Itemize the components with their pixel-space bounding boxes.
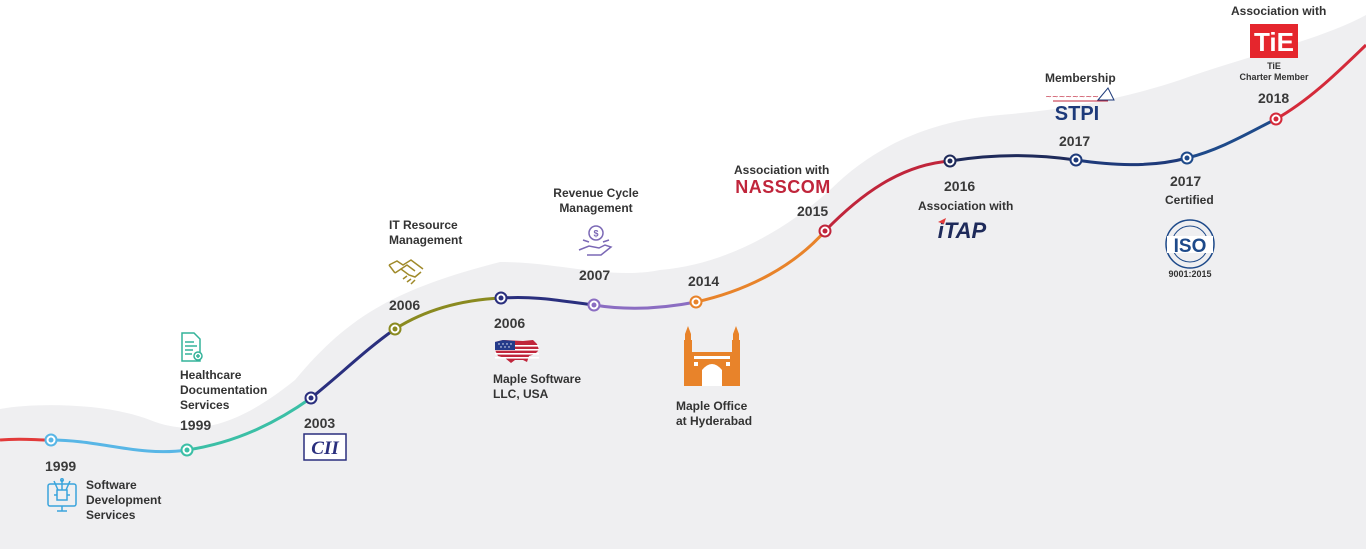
milestone-marker-dot bbox=[498, 295, 504, 301]
iso-logo: ISO bbox=[1165, 219, 1215, 269]
milestone-marker-dot bbox=[1073, 157, 1079, 163]
label-line: Management bbox=[389, 233, 463, 247]
label-line: LLC, USA bbox=[493, 387, 549, 401]
curve-segment-lead bbox=[0, 437, 52, 442]
computer-chip-icon bbox=[47, 478, 77, 512]
caption-line: Charter Member bbox=[1239, 72, 1309, 82]
label-line: Maple Office bbox=[676, 399, 748, 413]
tie-caption: TiE Charter Member bbox=[1234, 61, 1314, 83]
cii-logo: CII bbox=[303, 433, 347, 461]
label-line: at Hyderabad bbox=[676, 414, 753, 428]
milestone-marker-dot bbox=[591, 302, 597, 308]
milestone-2016-label: Association with bbox=[918, 199, 1014, 213]
curve-segment-12 bbox=[1275, 43, 1366, 121]
label-line: Maple Software bbox=[493, 372, 582, 386]
iso-standard-label: 9001:2015 bbox=[1168, 269, 1212, 279]
milestone-2018-label: Association with bbox=[1231, 4, 1327, 18]
label-line: Revenue Cycle bbox=[553, 186, 639, 200]
milestone-markers bbox=[44, 112, 1283, 457]
milestone-1999-software-year: 1999 bbox=[45, 458, 77, 474]
milestone-2014-label: Maple Office at Hyderabad bbox=[676, 399, 752, 429]
milestone-marker-dot bbox=[308, 395, 314, 401]
curve-segment-1 bbox=[50, 438, 188, 454]
handshake-icon bbox=[388, 259, 424, 285]
label-line: Services bbox=[86, 508, 136, 522]
milestone-2016-year: 2016 bbox=[944, 178, 976, 194]
curve-segment-10 bbox=[1075, 156, 1188, 167]
milestone-marker-dot bbox=[693, 299, 699, 305]
milestone-2018-year: 2018 bbox=[1258, 90, 1290, 106]
curve-segment-9 bbox=[949, 154, 1077, 163]
curve-segment-3 bbox=[310, 327, 396, 400]
milestone-marker-dot bbox=[1273, 116, 1279, 122]
milestone-2017-iso-label: Certified bbox=[1165, 193, 1214, 207]
svg-text:~~~~~~~~: ~~~~~~~~ bbox=[1045, 92, 1099, 101]
svg-text:$: $ bbox=[593, 229, 598, 239]
itap-logo: iTAP bbox=[938, 218, 987, 243]
svg-text:STPI: STPI bbox=[1055, 103, 1099, 125]
milestone-2006-it-year: 2006 bbox=[389, 297, 421, 313]
svg-text:TiE: TiE bbox=[1254, 27, 1294, 57]
svg-text:CII: CII bbox=[311, 438, 339, 459]
milestone-marker-dot bbox=[947, 158, 953, 164]
stpi-logo: ~~~~~~~~ STPI bbox=[1045, 87, 1115, 125]
document-icon bbox=[181, 332, 203, 362]
curve-segment-8 bbox=[823, 159, 951, 233]
milestone-2017-membership-label: Membership bbox=[1045, 71, 1116, 85]
milestone-2006-llc-label: Maple Software LLC, USA bbox=[493, 372, 581, 402]
milestone-marker-dot bbox=[1184, 155, 1190, 161]
curve-segment-4 bbox=[394, 296, 502, 331]
svg-text:iTAP: iTAP bbox=[938, 218, 987, 243]
label-line: Management bbox=[559, 201, 633, 215]
label-line: Documentation bbox=[180, 383, 268, 397]
milestone-marker-dot bbox=[392, 326, 398, 332]
label-line: IT Resource bbox=[389, 218, 458, 232]
money-hand-icon: $ bbox=[578, 225, 613, 256]
curve-segment-6 bbox=[593, 300, 697, 310]
curve-segment-11 bbox=[1186, 117, 1277, 160]
milestone-2014-year: 2014 bbox=[688, 273, 720, 289]
label-line: Software bbox=[86, 478, 137, 492]
milestone-2015-year: 2015 bbox=[797, 203, 829, 219]
timeline-curve bbox=[0, 43, 1366, 454]
charminar-icon bbox=[684, 326, 740, 386]
milestone-marker-dot bbox=[48, 437, 54, 443]
nasscom-logo: NASSCOM bbox=[735, 177, 831, 197]
milestone-marker-dot bbox=[822, 228, 828, 234]
milestone-2007-year: 2007 bbox=[579, 267, 611, 283]
milestone-2003-year: 2003 bbox=[304, 415, 336, 431]
tie-logo: TiE bbox=[1250, 24, 1298, 58]
milestone-2015-label: Association with bbox=[734, 163, 830, 177]
background-band bbox=[0, 15, 1366, 549]
milestone-2017-membership-year: 2017 bbox=[1059, 133, 1091, 149]
usa-map-icon bbox=[495, 340, 539, 363]
milestone-2006-it-label: IT Resource Management bbox=[389, 218, 462, 248]
curve-segment-5 bbox=[500, 296, 595, 307]
milestone-1999-healthcare-label: Healthcare Documentation Services bbox=[180, 368, 267, 413]
curve-segment-7 bbox=[695, 230, 827, 304]
milestone-1999-software-label: Software Development Services bbox=[86, 478, 161, 523]
label-line: Development bbox=[86, 493, 162, 507]
curve-segment-2 bbox=[186, 396, 312, 452]
svg-text:ISO: ISO bbox=[1174, 236, 1207, 257]
milestone-1999-healthcare-year: 1999 bbox=[180, 417, 212, 433]
label-line: Services bbox=[180, 398, 230, 412]
milestone-marker-dot bbox=[184, 447, 190, 453]
label-line: Healthcare bbox=[180, 368, 242, 382]
caption-line: TiE bbox=[1267, 61, 1281, 71]
milestone-2017-iso-year: 2017 bbox=[1170, 173, 1202, 189]
milestone-2007-label: Revenue Cycle Management bbox=[551, 186, 641, 216]
milestone-2006-llc-year: 2006 bbox=[494, 315, 526, 331]
